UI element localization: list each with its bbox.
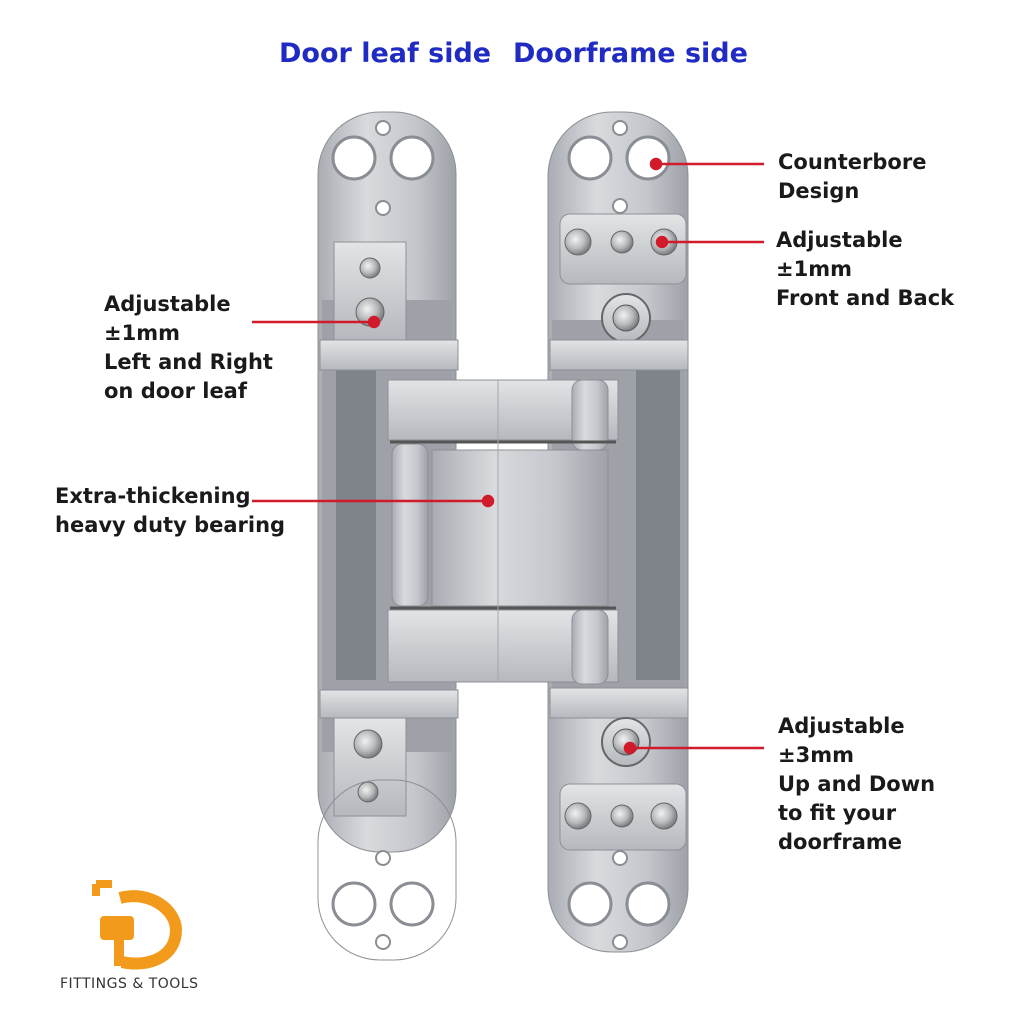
header-doorframe-side: Doorframe side (513, 38, 748, 69)
callout-bearing-line2: heavy duty bearing (55, 513, 286, 537)
d-plug-logo-icon (92, 880, 183, 970)
door-leaf-plate (317, 111, 459, 961)
callout-front-back: Adjustable ±1mm Front and Back (776, 226, 954, 313)
callout-dot-bearing (481, 494, 495, 508)
callout-up-down-line1: Adjustable (778, 714, 905, 738)
callout-left-right-line1: Adjustable (104, 292, 231, 316)
bearing-block (387, 379, 619, 685)
callout-up-down-line4: to fit your (778, 801, 897, 825)
callout-front-back-line1: Adjustable (776, 228, 903, 252)
callout-up-down: Adjustable ±3mm Up and Down to fit your … (778, 712, 935, 857)
callout-up-down-line5: doorframe (778, 830, 903, 854)
callout-left-right-line4: on door leaf (104, 379, 247, 403)
callout-dot-up-down (623, 741, 637, 755)
callout-up-down-line2: ±3mm (778, 743, 854, 767)
callout-dot-counterbore (649, 157, 663, 171)
callout-left-right: Adjustable ±1mm Left and Right on door l… (104, 290, 273, 406)
callout-lines (252, 157, 764, 755)
callout-up-down-line3: Up and Down (778, 772, 936, 796)
callout-left-right-line3: Left and Right (104, 350, 273, 374)
callout-dot-front-back (655, 235, 669, 249)
callout-front-back-line3: Front and Back (776, 286, 955, 310)
callout-bearing: Extra-thickening heavy duty bearing (55, 482, 285, 540)
callout-counterbore-line1: Counterbore (778, 150, 927, 174)
brand-name: FITTINGS & TOOLS (60, 976, 199, 992)
header-door-leaf-side: Door leaf side (279, 38, 492, 69)
callout-bearing-line1: Extra-thickening (55, 484, 251, 508)
callout-dot-left-right (367, 315, 381, 329)
callout-counterbore-line2: Design (778, 179, 860, 203)
callout-front-back-line2: ±1mm (776, 257, 852, 281)
callout-counterbore-design: Counterbore Design (778, 148, 926, 206)
callout-left-right-line2: ±1mm (104, 321, 180, 345)
